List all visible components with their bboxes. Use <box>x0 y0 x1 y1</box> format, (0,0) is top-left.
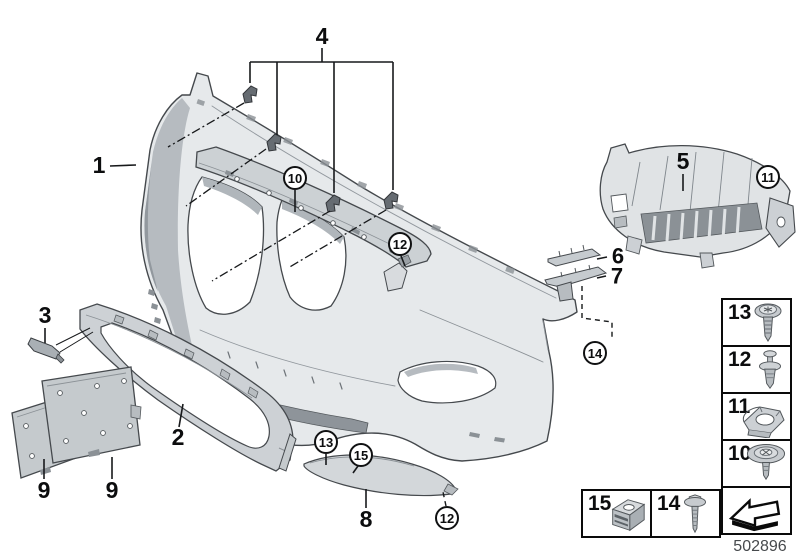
fastener-cell-10[interactable]: 10 <box>721 439 792 488</box>
plate-part-9-right <box>41 366 142 464</box>
fastener-cell-11[interactable]: 11 <box>721 392 792 441</box>
carrier-part-5 <box>599 143 796 269</box>
callout-6[interactable]: 6 <box>611 243 625 269</box>
washer-screw-icon <box>746 443 786 481</box>
callout-12-upper[interactable]: 12 <box>388 232 412 256</box>
sensor-strip-part-7 <box>544 264 608 302</box>
callout-7[interactable]: 7 <box>610 263 624 289</box>
fastener-label: 14 <box>657 492 681 515</box>
callout-11[interactable]: 11 <box>756 165 780 189</box>
sensor-strip-part-6 <box>547 244 602 267</box>
callout-10[interactable]: 10 <box>283 166 307 190</box>
callout-5[interactable]: 5 <box>676 148 690 175</box>
fastener-label: 10 <box>728 442 752 465</box>
hex-bolt-icon <box>684 494 706 534</box>
fastener-cell-13[interactable]: 13 <box>721 298 792 347</box>
callout-2[interactable]: 2 <box>171 424 185 451</box>
callout-14[interactable]: 14 <box>583 341 607 365</box>
callout-1[interactable]: 1 <box>92 152 106 179</box>
direction-arrow-icon <box>728 498 781 532</box>
fastener-cell-14[interactable]: 14 <box>650 489 721 538</box>
fastener-cell-12[interactable]: 12 <box>721 345 792 394</box>
fastener-cell-arrow <box>721 486 792 535</box>
callout-15[interactable]: 15 <box>349 443 373 467</box>
expansion-rivet-icon <box>759 350 781 390</box>
diagram-part-number: 502896 <box>733 538 787 555</box>
callout-9-left[interactable]: 9 <box>37 477 51 504</box>
bracket-part-3 <box>27 337 65 364</box>
fastener-cell-15[interactable]: 15 <box>581 489 652 538</box>
callout-3[interactable]: 3 <box>38 302 52 329</box>
callout-4[interactable]: 4 <box>315 23 329 50</box>
callout-13[interactable]: 13 <box>314 430 338 454</box>
cage-nut-icon <box>742 406 785 438</box>
torx-screw-icon <box>754 303 782 342</box>
callout-8[interactable]: 8 <box>359 506 373 533</box>
fastener-label: 15 <box>588 492 612 515</box>
fastener-label: 12 <box>728 348 752 371</box>
lower-trim-part-2 <box>79 303 294 472</box>
clip-nut-icon <box>611 499 646 532</box>
fastener-label: 11 <box>728 395 751 418</box>
leader-lines <box>43 48 684 508</box>
callout-12-lower[interactable]: 12 <box>435 506 459 530</box>
callout-9-right[interactable]: 9 <box>105 477 119 504</box>
fastener-label: 13 <box>728 301 752 324</box>
